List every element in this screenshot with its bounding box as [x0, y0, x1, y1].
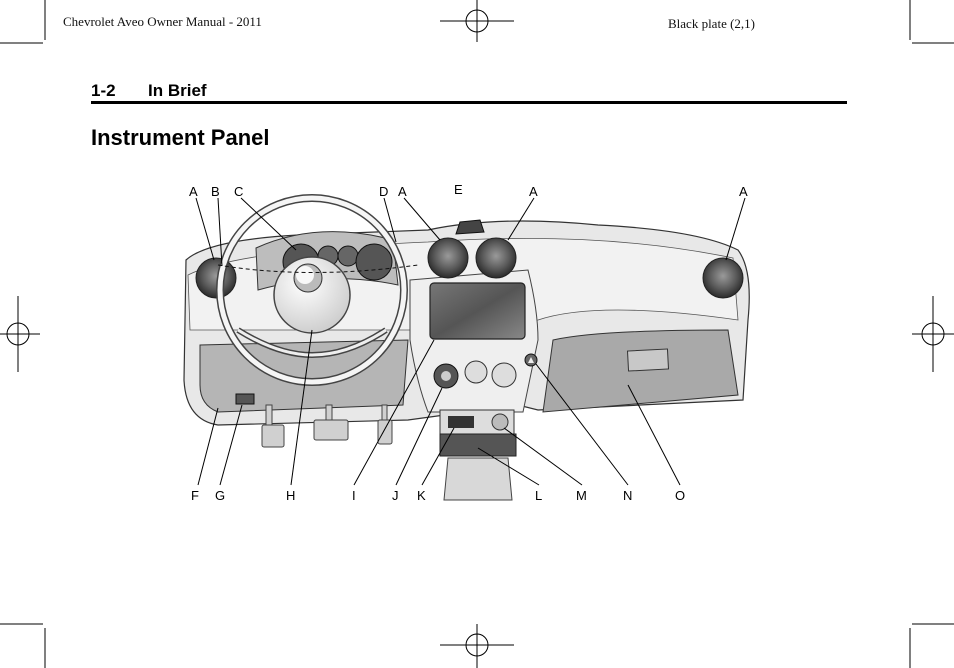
- steering-wheel: [216, 194, 408, 386]
- callout-f: F: [191, 488, 199, 503]
- pedals: [261, 404, 393, 448]
- header-rule: [91, 101, 847, 104]
- air-vent-center-right: [475, 237, 517, 279]
- callout-i: I: [352, 488, 356, 503]
- registration-mark-bottom: [440, 624, 514, 668]
- air-vent-center-left: [427, 237, 469, 279]
- registration-mark-right: [912, 296, 954, 372]
- page-title: Instrument Panel: [91, 125, 270, 150]
- plate-label: Black plate (2,1): [668, 16, 755, 31]
- instrument-panel-illustration: A B C D A E A A F G H I J K L M N O: [183, 182, 750, 503]
- callout-a-center-right-vent: A: [529, 184, 538, 199]
- callout-j: J: [392, 488, 399, 503]
- callout-m: M: [576, 488, 587, 503]
- section-name: In Brief: [148, 81, 207, 100]
- callout-k: K: [417, 488, 426, 503]
- air-vent-right: [702, 257, 744, 299]
- section-number: 1-2: [91, 81, 116, 100]
- callout-l: L: [535, 488, 542, 503]
- callout-e: E: [454, 182, 463, 197]
- manual-title: Chevrolet Aveo Owner Manual - 2011: [63, 14, 262, 29]
- registration-mark-top: [440, 0, 514, 42]
- callout-n: N: [623, 488, 632, 503]
- callout-a-right-vent: A: [739, 184, 748, 199]
- callout-g: G: [215, 488, 225, 503]
- callout-a-left-vent: A: [189, 184, 198, 199]
- air-vent-left: [195, 257, 237, 299]
- callout-o: O: [675, 488, 685, 503]
- registration-mark-left: [0, 296, 40, 372]
- callout-a-center-left-vent: A: [398, 184, 407, 199]
- callout-h: H: [286, 488, 295, 503]
- callout-b: B: [211, 184, 220, 199]
- callout-c: C: [234, 184, 243, 199]
- callout-d: D: [379, 184, 388, 199]
